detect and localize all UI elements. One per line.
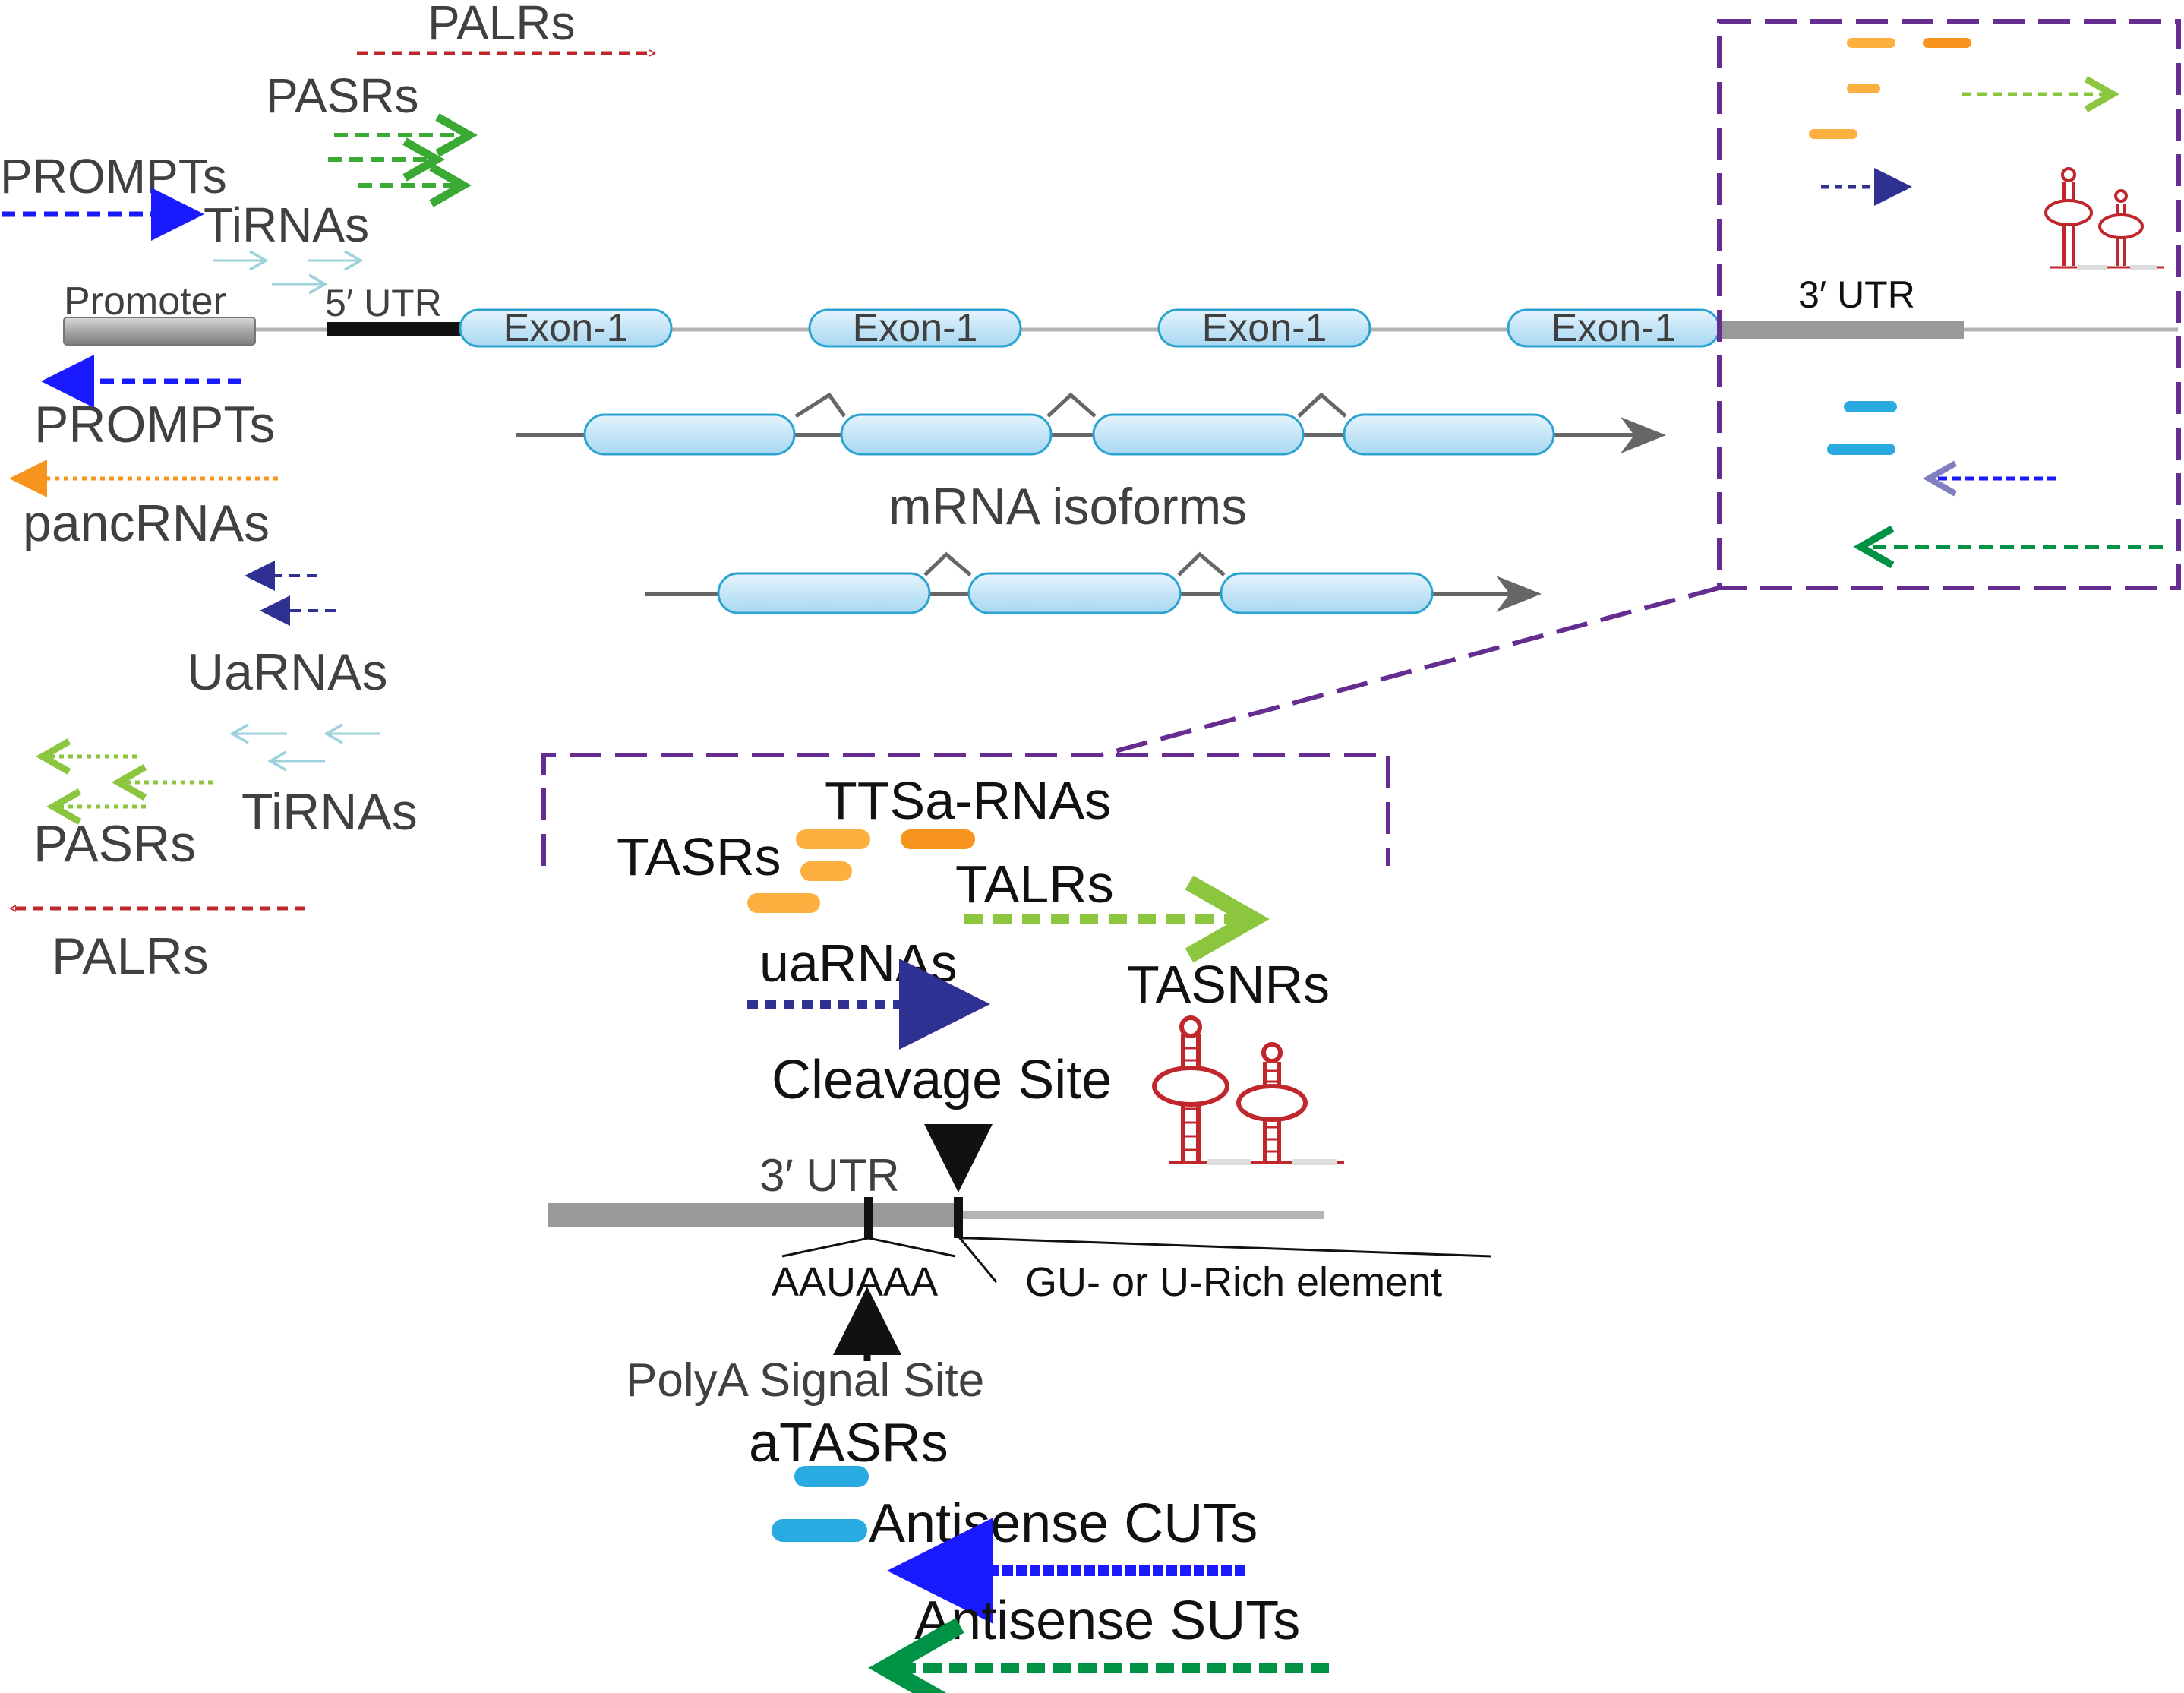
ttsa-rnas-label: TTSa-RNAs: [825, 771, 1111, 830]
palrs-bottom-label: PALRs: [52, 927, 209, 985]
promoter-box: [63, 317, 256, 346]
tasr-bar-2: [800, 861, 852, 881]
mini-tasr-2: [1847, 84, 1880, 93]
gene-structure: Promoter 5′ UTR 3′ UTR Exon-1 Exon-1 Exo…: [63, 273, 2178, 350]
exon-2: Exon-1: [808, 306, 1022, 350]
utr3-gene-label: 3′ UTR: [1798, 273, 1915, 316]
tasr-bar-1: [796, 829, 870, 849]
isoform-exon: [583, 413, 796, 456]
isoform-exon: [1220, 572, 1434, 614]
antisense-cuts-label: Antisense CUTs: [869, 1493, 1258, 1554]
palrs-top-label: PALRs: [428, 0, 575, 50]
uarnas-label: UaRNAs: [187, 643, 388, 701]
tirnas-top-label: TiRNAs: [204, 197, 369, 252]
prompts-top-label: PROMPTs: [0, 149, 227, 204]
isoform-exon: [1092, 413, 1305, 456]
detail-dashed-box: [541, 753, 1390, 866]
tasnrs-label: TASNRs: [1127, 955, 1330, 1014]
polya-signal-label: PolyA Signal Site: [626, 1354, 984, 1407]
isoform-exon: [840, 413, 1053, 456]
splice-junction: [1046, 392, 1097, 418]
mini-atasr-2: [1827, 444, 1895, 455]
uarnas-detail-label: uaRNAs: [759, 933, 958, 993]
upstream-transcripts: PALRs PASRs PROMPTs TiRNAs: [0, 0, 656, 295]
aauaaa-bracket: [781, 1237, 956, 1258]
exon-4: Exon-1: [1507, 306, 1721, 350]
promoter-label: Promoter: [64, 280, 226, 324]
mini-tasnr-icon: [2044, 167, 2164, 270]
talrs-label: TALRs: [955, 854, 1114, 914]
exon-box: [459, 308, 673, 348]
mini-ttsa-rna: [1923, 38, 1971, 48]
utr3-detail-label: 3′ UTR: [759, 1150, 900, 1201]
gu-element-label: GU- or U-Rich element: [1025, 1259, 1442, 1305]
tasr-bar-3: [747, 893, 820, 913]
mrna-isoforms-label: mRNA isoforms: [888, 478, 1247, 535]
exon-3: Exon-1: [1157, 306, 1371, 350]
isoform-exon: [967, 572, 1182, 614]
splice-junction: [794, 392, 847, 419]
polya-signal-mark: [864, 1197, 873, 1238]
splice-junction: [923, 551, 972, 576]
exon-label: Exon-1: [853, 306, 978, 350]
utr5-bar: [327, 322, 465, 336]
splice-junction: [1177, 551, 1226, 576]
ttsa-rna-bar: [901, 829, 975, 849]
tasrs-label: TASRs: [617, 827, 781, 886]
mini-tasr-1: [1847, 38, 1895, 48]
overview-dashed-box: [1717, 19, 2181, 590]
exon-1: Exon-1: [459, 306, 673, 350]
three-prime-overview: [1100, 19, 2181, 757]
prompts-bottom-label: PROMPTs: [34, 396, 275, 453]
utr5-label: 5′ UTR: [325, 282, 442, 324]
pasrs-bottom-label: PASRs: [33, 815, 196, 873]
upstream-antisense: PROMPTs pancRNAs UaRNAs TiRNAs PASRs PAL…: [9, 355, 418, 985]
atasrs-label: aTASRs: [749, 1413, 948, 1473]
tirnas-bottom-label: TiRNAs: [241, 783, 418, 841]
mini-tasr-3: [1809, 129, 1857, 139]
exon-label: Exon-1: [503, 306, 629, 350]
aauaaa-label: AAUAAA: [772, 1259, 938, 1305]
atasr-bar-2: [772, 1519, 867, 1542]
zoom-connector: [1100, 586, 1720, 757]
exon-box: [808, 308, 1022, 348]
utr3-detail-bar: [548, 1203, 960, 1227]
mrna-isoform-2: [645, 551, 1542, 614]
mrna-isoform-1: [516, 392, 1666, 456]
exon-box: [1157, 308, 1371, 348]
splice-junction: [1297, 392, 1347, 418]
utr3-bar: [1718, 321, 1964, 339]
isoform-exon: [1343, 413, 1555, 456]
isoform-exon: [717, 572, 931, 614]
cleavage-mark: [954, 1197, 963, 1238]
gu-element-bracket: [957, 1237, 1492, 1283]
exon-label: Exon-1: [1551, 306, 1677, 350]
pasrs-top-label: PASRs: [266, 68, 419, 123]
tasnr-icon: [1152, 1015, 1344, 1165]
mini-atasr-1: [1844, 401, 1897, 412]
atasr-bar-1: [794, 1466, 869, 1487]
antisense-suts-label: Antisense SUTs: [914, 1590, 1300, 1651]
pancrnas-label: pancRNAs: [23, 494, 270, 552]
three-prime-detail: TTSa-RNAs TASRs TALRs uaRNAs TASNRs: [541, 753, 1492, 1693]
cleavage-site-label: Cleavage Site: [772, 1050, 1112, 1110]
exon-label: Exon-1: [1202, 306, 1327, 350]
